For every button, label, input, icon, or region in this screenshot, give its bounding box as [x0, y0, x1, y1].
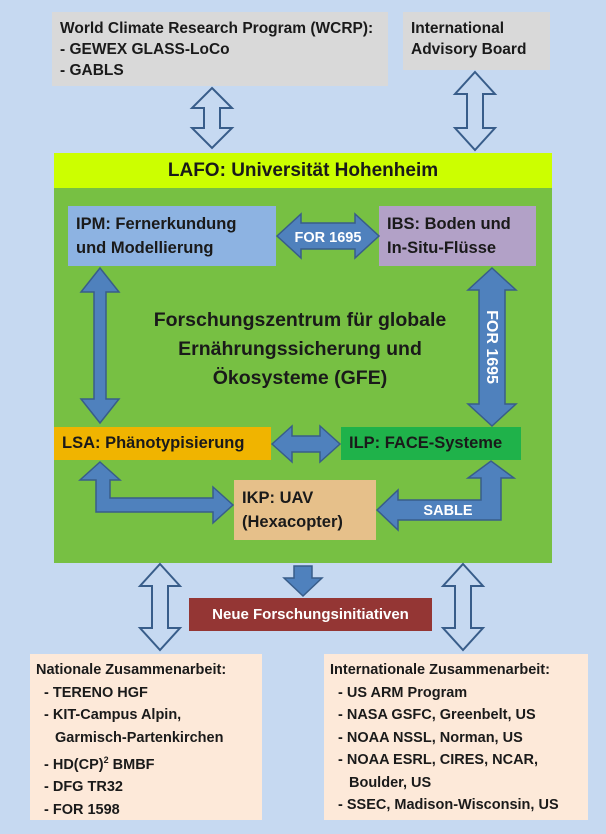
ipm-line2: und Modellierung	[76, 239, 214, 257]
national-item-garmisch: Garmisch-Partenkirchen	[55, 729, 224, 746]
international-item-nasa: - NASA GSFC, Greenbelt, US	[338, 707, 536, 723]
international-box: Internationale Zusammenarbeit: - US ARM …	[324, 654, 588, 820]
for1695-vertical-label: FOR 1695	[483, 310, 500, 384]
advisory-board-line2: Advisory Board	[411, 41, 527, 58]
down-arrow-neue	[282, 565, 324, 598]
double-arrow-advisory	[452, 70, 498, 152]
national-item-dfg: - DFG TR32	[44, 779, 123, 796]
center-line1: Forschungszentrum für globale	[153, 309, 447, 331]
international-item-ssec: - SSEC, Madison-Wisconsin, US	[338, 797, 559, 813]
sable-arrow	[375, 460, 517, 532]
lsa-ilp-arrow	[270, 424, 342, 464]
international-title: Internationale Zusammenarbeit:	[330, 662, 550, 678]
for1695-vertical-arrow	[466, 266, 518, 428]
double-arrow-national	[137, 562, 183, 652]
ipm-line1: IPM: Fernerkundung	[76, 215, 237, 233]
advisory-board-line1: International	[411, 20, 505, 37]
wcrp-title: World Climate Research Program (WCRP):	[60, 20, 374, 37]
lsa-box: LSA: Phänotypisierung	[54, 427, 271, 460]
center-text: Forschungszentrum für globale Ernährungs…	[120, 306, 480, 393]
sable-label: SABLE	[423, 503, 472, 519]
national-item-tereno: - TERENO HGF	[44, 684, 148, 701]
double-arrow-wcrp	[189, 86, 235, 150]
ikp-line2: (Hexacopter)	[242, 513, 343, 531]
national-item-kit: - KIT-Campus Alpin,	[44, 707, 182, 723]
lsa-ikp-arrow	[78, 460, 235, 525]
lafo-header: LAFO: Universität Hohenheim	[54, 153, 552, 188]
center-line2: Ernährungssicherung und	[178, 338, 422, 360]
hdcp-text: - HD(CP)	[44, 756, 104, 773]
hdcp-superscript: 2	[103, 755, 109, 765]
national-box: Nationale Zusammenarbeit: - TERENO HGF -…	[30, 654, 262, 820]
lafo-title: LAFO: Universität Hohenheim	[167, 160, 439, 181]
ikp-box: IKP: UAV (Hexacopter)	[234, 480, 376, 540]
lsa-label: LSA: Phänotypisierung	[62, 434, 245, 452]
double-arrow-international	[440, 562, 486, 652]
neue-forschung-box: Neue Forschungsinitiativen	[189, 598, 432, 631]
ibs-line2: In-Situ-Flüsse	[387, 239, 497, 257]
ipm-box: IPM: Fernerkundung und Modellierung	[68, 206, 276, 266]
national-item-hdcp: - HD(CP)2 BMBF	[44, 749, 256, 776]
wcrp-box: World Climate Research Program (WCRP): -…	[52, 12, 388, 86]
hdcp-rest: BMBF	[108, 756, 155, 773]
neue-forschung-label: Neue Forschungsinitiativen	[212, 606, 409, 623]
for1695-horizontal-label: FOR 1695	[295, 230, 362, 246]
wcrp-item-gabls: - GABLS	[60, 62, 124, 79]
ibs-box: IBS: Boden und In-Situ-Flüsse	[379, 206, 536, 266]
ipm-lsa-arrow	[79, 266, 121, 425]
wcrp-item-gewex: - GEWEX GLASS-LoCo	[60, 41, 230, 58]
international-item-nssl: - NOAA NSSL, Norman, US	[338, 729, 523, 746]
national-title: Nationale Zusammenarbeit:	[36, 662, 227, 678]
international-item-esrl: - NOAA ESRL, CIRES, NCAR,	[338, 752, 539, 768]
ilp-label: ILP: FACE-Systeme	[349, 434, 503, 452]
ikp-line1: IKP: UAV	[242, 489, 314, 507]
ilp-box: ILP: FACE-Systeme	[341, 427, 521, 460]
international-item-arm: - US ARM Program	[338, 684, 468, 701]
advisory-board-box: International Advisory Board	[403, 12, 550, 70]
national-item-for1598: - FOR 1598	[44, 801, 120, 818]
ibs-line1: IBS: Boden und	[387, 215, 511, 233]
international-item-boulder: Boulder, US	[349, 774, 432, 791]
center-line3: Ökosysteme (GFE)	[212, 367, 388, 389]
for1695-horizontal-arrow	[275, 212, 381, 260]
